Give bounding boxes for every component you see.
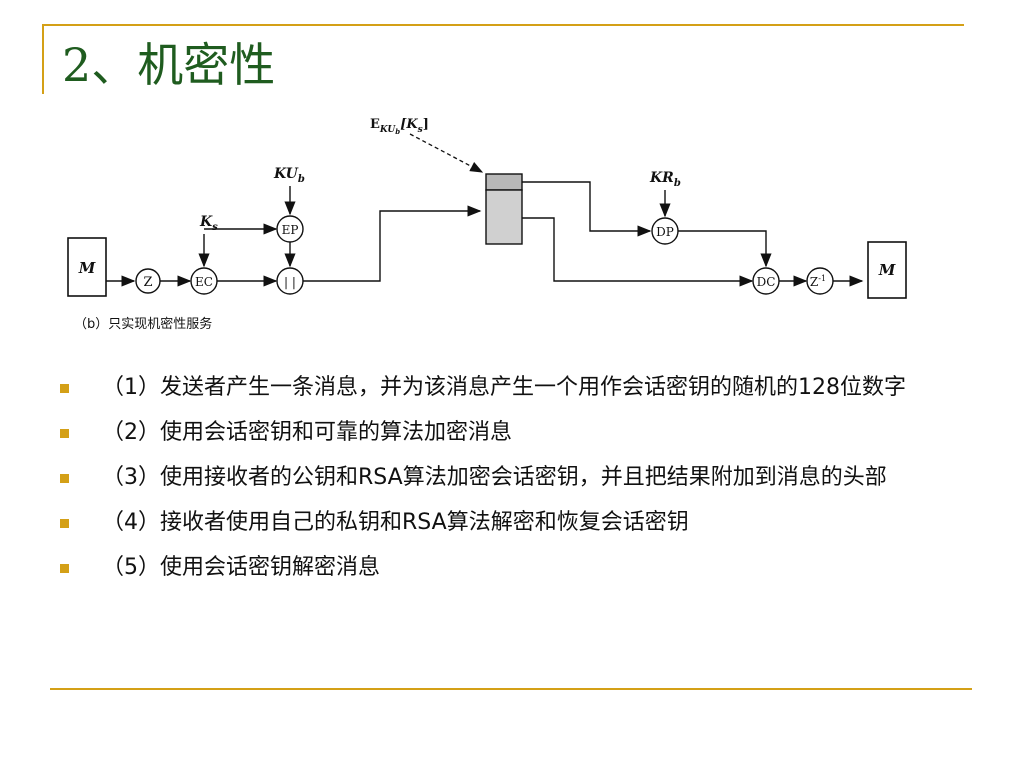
encrypted-message-body [485,189,523,245]
message-input-label: M [78,259,96,277]
bullet-square-icon [60,564,69,573]
bullet-text: （4）接收者使用自己的私钥和RSA算法解密和恢复会话密钥 [102,510,689,535]
bullet-item: （5）使用会话密钥解密消息 [60,552,960,584]
public-encrypt-label: EP [282,223,299,237]
symmetric-decrypt-label: DC [757,275,776,289]
private-key-label: KRb [649,170,681,189]
decompress-label: Z-1 [810,274,826,289]
dashed-pointer-to-header [409,133,484,173]
public-key-label: KUb [273,166,305,185]
encrypted-key-label: EKUb[Ks] [370,117,429,136]
bullet-item: （1）发送者产生一条消息，并为该消息产生一个用作会话密钥的随机的128位数字 [60,372,960,404]
footer-rule [50,688,972,690]
bullet-text: （2）使用会话密钥和可靠的算法加密消息 [102,420,512,445]
title-frame-top-rule [42,24,964,26]
arrow-bundle-to-dp [522,181,652,237]
bullet-square-icon [60,384,69,393]
slide-title: 2、机密性 [62,38,276,92]
arrow-concat-to-bundle [303,205,482,282]
arrow-bundle-to-dc [522,217,754,287]
session-key-label: Ks [199,214,218,233]
bullet-square-icon [60,474,69,483]
bullet-text: （3）使用接收者的公钥和RSA算法加密会话密钥，并且把结果附加到消息的头部 [102,465,887,490]
arrow-dp-to-dc [678,230,772,268]
bullet-item: （2）使用会话密钥和可靠的算法加密消息 [60,417,960,449]
concat-label: | | [284,275,296,289]
bullet-list: （1）发送者产生一条消息，并为该消息产生一个用作会话密钥的随机的128位数字 （… [60,372,960,597]
message-output-box [867,241,907,299]
bullet-text: （1）发送者产生一条消息，并为该消息产生一个用作会话密钥的随机的128位数字 [102,375,906,400]
message-output-label: M [878,261,896,279]
bullet-text: （5）使用会话密钥解密消息 [102,555,380,580]
message-input-box [67,237,107,297]
pgp-confidentiality-diagram: M Z EC Ks KUb EP | | EKUb[Ks] KRb DP DC [67,117,907,332]
bullet-item: （3）使用接收者的公钥和RSA算法加密会话密钥，并且把结果附加到消息的头部 [60,462,960,494]
diagram-caption: （b）只实现机密性服务 [74,316,212,332]
bullet-square-icon [60,429,69,438]
private-decrypt-label: DP [656,225,674,239]
bullet-item: （4）接收者使用自己的私钥和RSA算法解密和恢复会话密钥 [60,507,960,539]
encrypted-key-header [485,173,523,191]
symmetric-encrypt-label: EC [195,275,213,289]
bullet-square-icon [60,519,69,528]
title-frame-left-rule [42,24,44,94]
compress-label: Z [143,275,152,290]
